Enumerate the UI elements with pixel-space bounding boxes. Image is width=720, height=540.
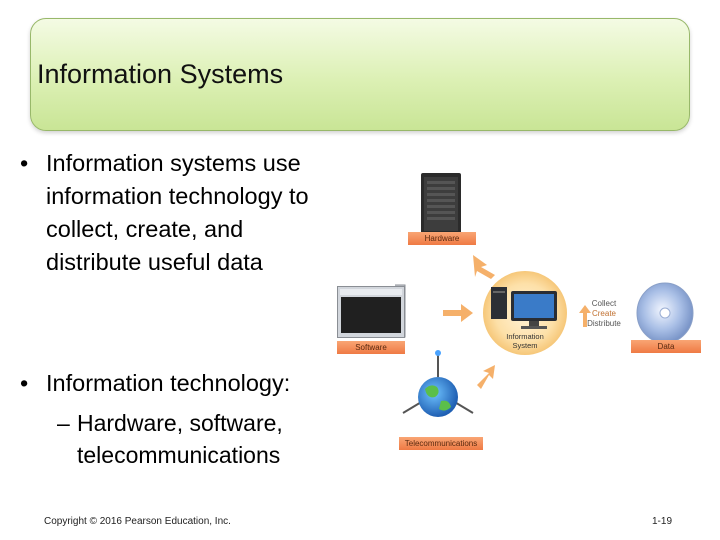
- bullet-marker: •: [20, 370, 29, 396]
- copyright-footer: Copyright © 2016 Pearson Education, Inc.: [44, 516, 231, 527]
- center-label-line: Information: [506, 332, 544, 341]
- bullet-line: collect, create, and: [46, 216, 244, 242]
- data-label: Data: [631, 340, 701, 353]
- action-collect: Collect: [591, 299, 617, 308]
- software-label: Software: [337, 341, 405, 354]
- bullet-line: distribute useful data: [46, 249, 263, 275]
- hardware-label: Hardware: [408, 232, 476, 245]
- bullet-marker: •: [20, 150, 29, 176]
- telecommunications-label: Telecommunications: [399, 437, 483, 450]
- computer-icon: [491, 287, 557, 329]
- bullet-line: Information systems use: [46, 150, 301, 176]
- data-disc-icon: [636, 282, 694, 344]
- collect-create-distribute: Collect Create Distribute: [581, 299, 627, 329]
- action-create: Create: [591, 309, 616, 318]
- arrow-telecom-icon: [477, 365, 495, 389]
- page-number: 1-19: [652, 516, 673, 527]
- sub-bullet-line: Hardware, software,: [77, 410, 283, 436]
- center-label-line: System: [512, 341, 538, 350]
- information-system-label: Information System: [495, 332, 555, 350]
- arrow-hardware-icon: [473, 255, 495, 279]
- bullet-line: information technology to: [46, 183, 309, 209]
- information-system-diagram: Hardware Software Telecommunications Dat…: [337, 165, 710, 465]
- arrow-software-icon: [443, 304, 473, 322]
- telecom-globe-icon: [402, 350, 474, 417]
- hardware-server-icon: [421, 173, 461, 235]
- title-box: Information Systems: [30, 18, 690, 131]
- flow-arrows: [443, 255, 591, 389]
- bullet-line: Information technology:: [46, 370, 291, 396]
- diagram-graphics: [395, 173, 694, 417]
- sub-bullet-marker: –: [57, 410, 70, 436]
- arrow-output-icon: [579, 305, 591, 327]
- action-distribute: Distribute: [587, 319, 621, 328]
- sub-bullet-line: telecommunications: [77, 442, 281, 468]
- software-screen: [337, 286, 405, 338]
- slide-title: Information Systems: [37, 59, 284, 89]
